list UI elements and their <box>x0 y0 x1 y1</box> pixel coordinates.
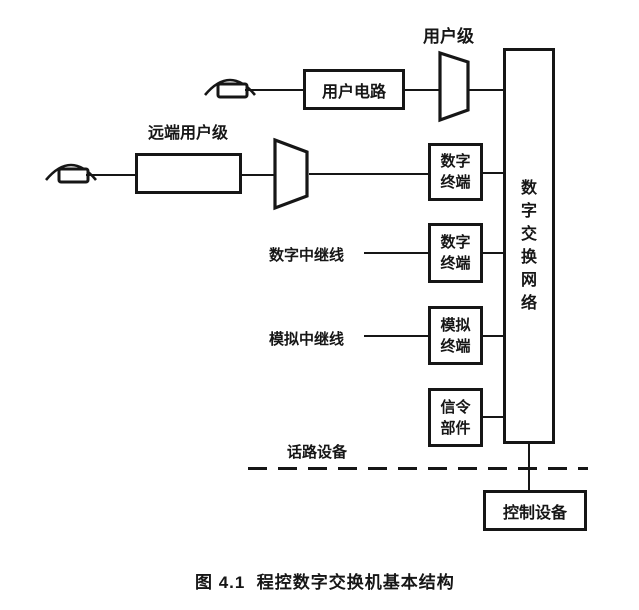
connector-line <box>245 89 303 91</box>
block-control-equipment: 控制设备 <box>483 490 587 531</box>
connector-line <box>469 89 505 91</box>
label-digital-trunk-line: 数字中继线 <box>269 247 345 264</box>
block-digital-switching-network-label: 数字交换网络 <box>520 180 537 312</box>
connector-line <box>242 174 275 176</box>
block-analog-terminal: 模拟终端 <box>428 306 483 365</box>
block-control-equipment-label: 控制设备 <box>502 504 567 522</box>
connector-line <box>483 172 503 174</box>
connector-line <box>483 416 503 418</box>
block-digital-switching-network: 数字交换网络 <box>503 48 555 444</box>
telephone-icon <box>45 163 97 184</box>
block-digital-terminal-upper-label: 数字终端 <box>440 153 471 191</box>
block-analog-terminal-label: 模拟终端 <box>440 316 471 355</box>
connector-line <box>483 252 503 254</box>
figure-caption: 图 4.1 程控数字交换机基本结构 <box>195 573 455 592</box>
connector-line <box>405 89 440 91</box>
label-user-stage: 用户级 <box>423 27 474 46</box>
connector-line <box>309 173 428 175</box>
label-speech-path-equipment: 话路设备 <box>287 444 348 461</box>
block-digital-terminal-lower-label: 数字终端 <box>440 234 471 272</box>
label-analog-trunk-line: 模拟中继线 <box>269 331 345 348</box>
label-remote-user-stage: 远端用户级 <box>148 125 229 142</box>
boundary-dashed-line <box>248 467 588 470</box>
concentrator-trapezoid-icon <box>438 50 470 123</box>
concentrator-trapezoid-icon <box>273 137 309 211</box>
connector-line <box>86 174 135 176</box>
block-signaling-unit: 信令部件 <box>428 388 483 447</box>
block-user-circuit: 用户电路 <box>303 69 405 110</box>
telephone-icon <box>204 78 256 99</box>
block-user-circuit-label: 用户电路 <box>321 83 386 101</box>
block-signaling-unit-label: 信令部件 <box>440 398 471 437</box>
connector-line <box>364 335 428 337</box>
block-digital-terminal-upper: 数字终端 <box>428 143 483 201</box>
connector-line <box>364 252 428 254</box>
block-remote-user <box>135 153 242 194</box>
block-digital-terminal-lower: 数字终端 <box>428 223 483 283</box>
connector-line <box>483 335 503 337</box>
